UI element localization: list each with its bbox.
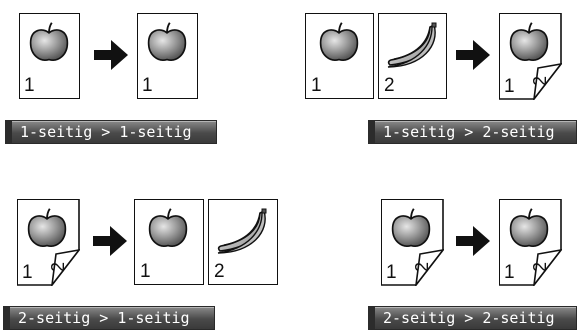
page-curl-icon: 2 [499,13,562,100]
page-number: 2 [384,75,395,96]
right-arrow-icon [456,226,490,256]
right-arrow-icon [93,226,127,256]
result-page-duplex: 1 2 [499,199,562,286]
result-page-1: 1 [137,13,198,99]
source-page-duplex: 1 2 [17,199,80,286]
page-number: 1 [504,76,515,97]
back-page-number: 2 [530,262,550,272]
page-number: 2 [214,261,225,282]
page-number: 1 [311,75,322,96]
page-number: 1 [22,262,33,283]
page-number: 1 [140,261,151,282]
right-arrow-icon [456,40,490,70]
result-page-2: 2 [208,199,278,285]
page-curl-icon: 2 [381,199,444,286]
simplex-to-simplex-button[interactable]: 1-seitig > 1-seitig [5,120,217,144]
right-arrow-icon [94,40,128,70]
apple-icon [147,21,187,62]
result-page-duplex: 1 2 [499,13,562,100]
source-page-duplex: 1 2 [381,199,444,286]
result-page-1: 1 [134,199,204,285]
simplex-to-duplex-button[interactable]: 1-seitig > 2-seitig [368,120,577,144]
page-number: 1 [24,75,35,96]
source-page-1: 1 [19,13,80,99]
banana-icon [387,22,437,68]
back-page-number: 2 [530,76,550,86]
duplex-to-simplex-button[interactable]: 2-seitig > 1-seitig [3,306,215,330]
page-number: 1 [504,262,515,283]
apple-icon [148,207,188,248]
source-page-1: 1 [305,13,374,99]
duplex-to-duplex-button[interactable]: 2-seitig > 2-seitig [368,306,577,330]
banana-icon [217,208,267,254]
back-page-number: 2 [412,262,432,272]
page-number: 1 [142,75,153,96]
source-page-2: 2 [378,13,447,99]
page-number: 1 [386,262,397,283]
apple-icon [319,21,359,62]
apple-icon [29,21,69,62]
page-curl-icon: 2 [499,199,562,286]
page-curl-icon: 2 [17,199,80,286]
back-page-number: 2 [48,262,68,272]
